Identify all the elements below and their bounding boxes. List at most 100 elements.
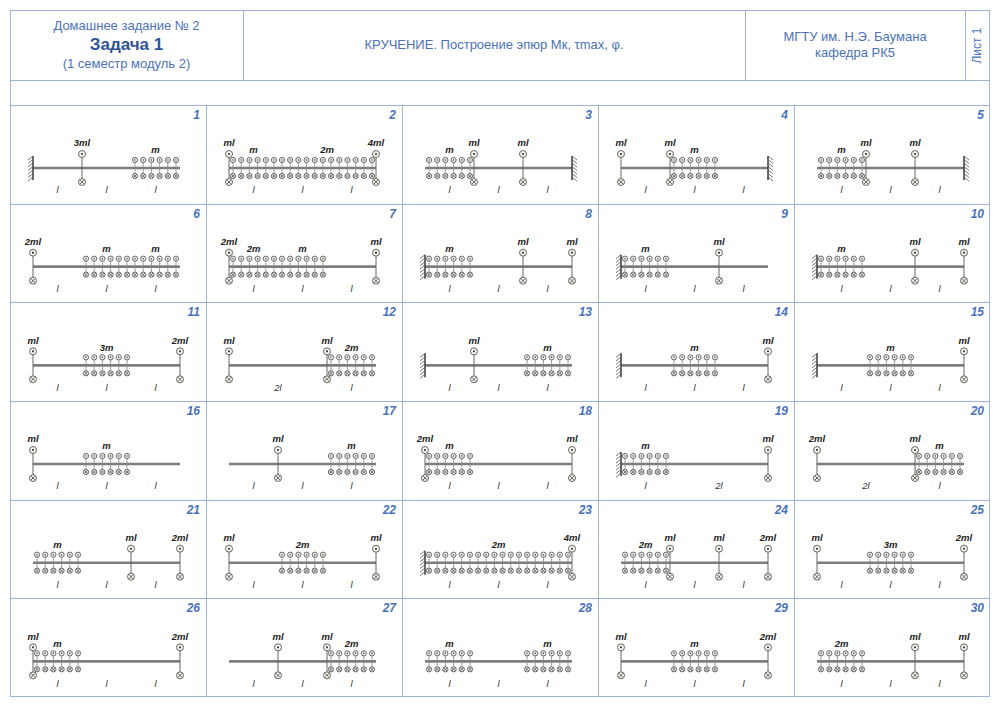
moment-circle-dot [277, 646, 279, 648]
distributed-circle-cross [836, 174, 839, 177]
distributed-circle-dot [371, 455, 373, 457]
length-label: l [546, 185, 548, 195]
moment-circle-dot [375, 252, 377, 254]
distributed-tick [176, 162, 177, 174]
moment-line [229, 256, 230, 278]
distributed-circle-dot [330, 357, 332, 359]
distributed-circle-cross [84, 273, 87, 276]
moment-line [866, 157, 867, 179]
distributed-tick [633, 557, 634, 569]
shaft [33, 660, 180, 663]
distributed-circle [443, 157, 448, 162]
length-label: l [252, 481, 254, 491]
distributed-circle-dot [93, 258, 95, 260]
distributed-circle [443, 568, 448, 573]
distributed-tick [298, 557, 299, 569]
distributed-label: m [151, 244, 159, 254]
distributed-circle-cross [427, 668, 430, 671]
distributed-circle-cross [909, 569, 912, 572]
distributed-tick [870, 359, 871, 371]
distributed-circle [925, 453, 930, 458]
distributed-label: m [837, 244, 845, 254]
distributed-circle [426, 173, 431, 178]
distributed-circle [337, 469, 342, 474]
moment-line [523, 157, 524, 179]
moment-circle [128, 545, 135, 552]
moment-circle-cross [815, 575, 819, 579]
moment-line [964, 552, 965, 574]
distributed-circle [361, 651, 366, 656]
distributed-circle-cross [444, 668, 447, 671]
distributed-tick [870, 557, 871, 569]
distributed-circle [459, 157, 464, 162]
distributed-circle-dot [673, 653, 675, 655]
distributed-circle-dot [240, 159, 242, 161]
distributed-circle-cross [329, 174, 332, 177]
distributed-circle-dot [673, 159, 675, 161]
distributed-circle-cross [844, 668, 847, 671]
distributed-tick [461, 261, 462, 273]
distributed-circle [541, 371, 546, 376]
distributed-circle [361, 453, 366, 458]
distributed-circle [92, 453, 97, 458]
problem-cell: 10mmlmllll [794, 204, 990, 303]
distributed-circle [141, 272, 146, 277]
distributed-circle [34, 568, 39, 573]
distributed-tick [331, 458, 332, 470]
distributed-tick [853, 655, 854, 667]
distributed-circle-cross [427, 569, 430, 572]
distributed-circle [876, 552, 881, 557]
problem-cell: 62mlmmlll [10, 204, 206, 303]
moment-circle [667, 179, 674, 186]
distributed-circle-cross [93, 273, 96, 276]
moment-circle-cross [766, 377, 770, 381]
distributed-circle-dot [681, 357, 683, 359]
distributed-label: m [886, 343, 894, 353]
distributed-tick [470, 458, 471, 470]
moment-circle-dot [32, 350, 34, 352]
problem-number: 26 [187, 602, 200, 614]
distributed-circle-dot [534, 357, 536, 359]
length-label: l [840, 679, 842, 689]
moment-line [327, 650, 328, 672]
moment-circle [226, 348, 233, 355]
distributed-circle-cross [133, 273, 136, 276]
distributed-label: m [151, 145, 159, 155]
distributed-circle-dot [445, 455, 447, 457]
distributed-label: m [249, 145, 257, 155]
distributed-circle-cross [689, 372, 692, 375]
moment-circle-cross [913, 180, 917, 184]
distributed-circle-cross [452, 273, 455, 276]
moment-circle-cross [815, 476, 819, 480]
moment-circle [471, 179, 478, 186]
distributed-tick [494, 557, 495, 569]
distributed-circle [704, 667, 709, 672]
distributed-circle-dot [518, 554, 520, 556]
distributed-circle [533, 371, 538, 376]
moment-circle-cross [717, 279, 721, 283]
distributed-circle-dot [93, 357, 95, 359]
distributed-circle [369, 667, 374, 672]
distributed-circle [524, 371, 529, 376]
distributed-circle-cross [321, 174, 324, 177]
distributed-circle-dot [526, 357, 528, 359]
distributed-circle-cross [860, 668, 863, 671]
length-label: l [693, 185, 695, 195]
length-label: l [105, 185, 107, 195]
distributed-circle-cross [828, 668, 831, 671]
distributed-circle [459, 568, 464, 573]
moment-line [621, 157, 622, 179]
distributed-circle [288, 272, 293, 277]
moment-circle [814, 475, 821, 482]
moment-circle [618, 672, 625, 679]
distributed-circle-dot [330, 159, 332, 161]
distributed-circle-cross [713, 372, 716, 375]
moment-circle-dot [179, 548, 181, 550]
distributed-circle-cross [346, 174, 349, 177]
distributed-circle [467, 157, 472, 162]
distributed-circle-dot [853, 159, 855, 161]
distributed-circle-cross [542, 668, 545, 671]
distributed-circle-cross [305, 273, 308, 276]
distributed-circle-cross [828, 273, 831, 276]
distributed-circle [475, 552, 480, 557]
